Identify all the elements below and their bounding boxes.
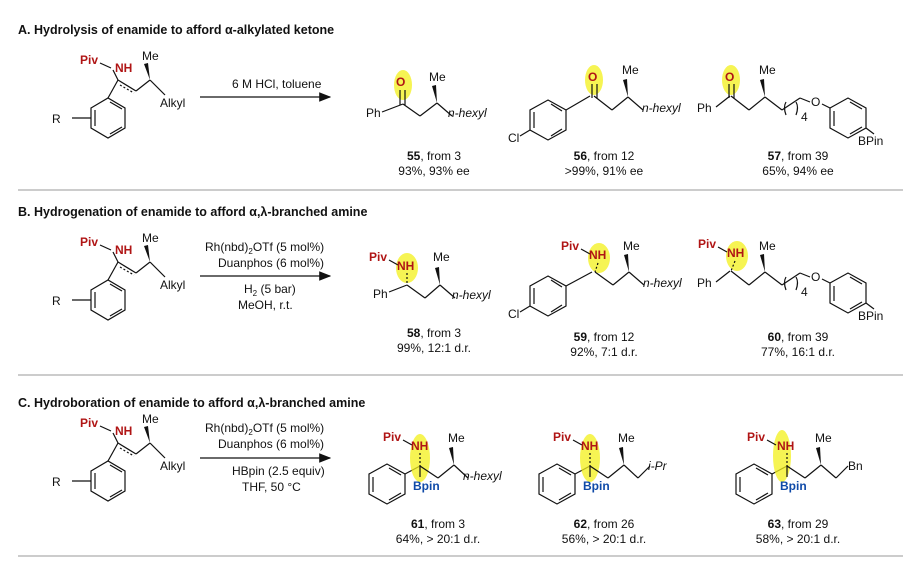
svg-text:Piv: Piv [698,237,716,251]
alkyl-label: Alkyl [160,96,185,110]
cond-c-4: THF, 50 °C [242,480,301,494]
svg-text:Me: Me [429,70,446,84]
svg-text:NH: NH [777,439,794,453]
svg-text:Piv: Piv [561,239,579,253]
cond-c-1: Rh(nbd)2OTf (5 mol%) [205,421,324,437]
svg-text:4: 4 [801,110,808,124]
r-group-label: R [52,112,61,126]
svg-text:Piv: Piv [553,430,571,444]
svg-text:n-hexyl: n-hexyl [448,106,487,120]
svg-text:O: O [811,270,820,284]
product-55-yield: 93%, 93% ee [398,164,470,178]
product-56-label: 56, from 12 [574,149,635,163]
svg-text:NH: NH [411,439,428,453]
cond-c-3: HBpin (2.5 equiv) [232,464,325,478]
product-61-label: 61, from 3 [411,517,465,531]
svg-text:4: 4 [801,285,808,299]
product-62-structure: Piv NH Bpin Me i-Pr [538,430,668,505]
section-a-title: A. Hydrolysis of enamide to afford α-alk… [18,23,334,37]
svg-text:Piv: Piv [383,430,401,444]
svg-text:BPin: BPin [858,309,883,323]
svg-text:Me: Me [433,250,450,264]
me-label: Me [142,49,159,63]
product-56-yield: >99%, 91% ee [565,164,644,178]
product-58-structure: Piv NH Ph Me n-hexyl [369,250,491,302]
svg-text:Ph: Ph [697,276,712,290]
svg-text:O: O [396,75,405,89]
product-60-yield: 77%, 16:1 d.r. [761,345,835,359]
cond-b-4: MeOH, r.t. [238,298,293,312]
cond-b-1: Rh(nbd)2OTf (5 mol%) [205,240,324,256]
svg-text:Me: Me [759,239,776,253]
svg-text:Me: Me [759,63,776,77]
svg-text:NH: NH [581,439,598,453]
product-55-label: 55, from 3 [407,149,461,163]
product-55-structure: O Ph Me n-hexyl [366,70,487,120]
product-59-label: 59, from 12 [574,330,635,344]
section-c-title: C. Hydroboration of enamide to afford α,… [18,396,365,410]
product-63-label: 63, from 29 [768,517,829,531]
svg-text:n-hexyl: n-hexyl [643,276,682,290]
product-62-label: 62, from 26 [574,517,635,531]
nh-label: NH [115,61,132,75]
svg-text:O: O [811,95,820,109]
product-63-structure: Piv NH Bpin Me Bn [735,430,863,505]
svg-text:i-Pr: i-Pr [648,459,668,473]
product-60-structure: Ph Piv NH 4 O BPin Me [697,237,883,323]
svg-text:Bpin: Bpin [413,479,440,493]
product-56-structure: Cl O Me n-hexyl [508,63,681,145]
product-57-yield: 65%, 94% ee [762,164,834,178]
product-63-yield: 58%, > 20:1 d.r. [756,532,840,546]
piv-label: Piv [80,53,98,67]
svg-text:Me: Me [815,431,832,445]
product-57-structure: Ph O 4 O BPin Me [697,63,883,148]
ph-label: Ph [366,106,381,120]
svg-text:Bn: Bn [848,459,863,473]
enamide-substrate: R NH Piv Me Alkyl [52,49,185,139]
enamide-substrate-c [51,411,186,502]
svg-text:O: O [725,70,734,84]
svg-text:NH: NH [727,246,744,260]
svg-text:NH: NH [589,248,606,262]
svg-text:Me: Me [448,431,465,445]
section-b-title: B. Hydrogenation of enamide to afford α,… [18,205,367,219]
product-57-label: 57, from 39 [768,149,829,163]
svg-text:Me: Me [623,239,640,253]
product-59-yield: 92%, 7:1 d.r. [570,345,637,359]
product-61-yield: 64%, > 20:1 d.r. [396,532,480,546]
product-62-yield: 56%, > 20:1 d.r. [562,532,646,546]
svg-text:Bpin: Bpin [583,479,610,493]
svg-text:Bpin: Bpin [780,479,807,493]
product-captions: 55, from 393%, 93% ee 56, from 12>99%, 91… [396,149,840,546]
svg-text:n-hexyl: n-hexyl [463,469,502,483]
product-59-structure: Cl Piv NH Me n-hexyl [508,239,682,321]
svg-text:Me: Me [622,63,639,77]
svg-text:Piv: Piv [369,250,387,264]
product-58-yield: 99%, 12:1 d.r. [397,341,471,355]
cond-a-1: 6 M HCl, toluene [232,77,322,91]
svg-text:n-hexyl: n-hexyl [642,101,681,115]
svg-text:Cl: Cl [508,307,519,321]
svg-text:Piv: Piv [747,430,765,444]
cond-c-2: Duanphos (6 mol%) [218,437,324,451]
cond-b-2: Duanphos (6 mol%) [218,256,324,270]
svg-text:Me: Me [618,431,635,445]
svg-text:n-hexyl: n-hexyl [452,288,491,302]
product-58-label: 58, from 3 [407,326,461,340]
svg-text:Cl: Cl [508,131,519,145]
product-60-label: 60, from 39 [768,330,829,344]
svg-text:O: O [588,70,597,84]
svg-text:NH: NH [397,259,414,273]
cond-b-3: H2 (5 bar) [244,282,296,298]
enamide-substrate-b [51,230,186,321]
svg-text:Ph: Ph [697,101,712,115]
svg-text:Ph: Ph [373,287,388,301]
product-61-structure: Piv NH Bpin Me n-hexyl [368,430,502,505]
svg-text:BPin: BPin [858,134,883,148]
